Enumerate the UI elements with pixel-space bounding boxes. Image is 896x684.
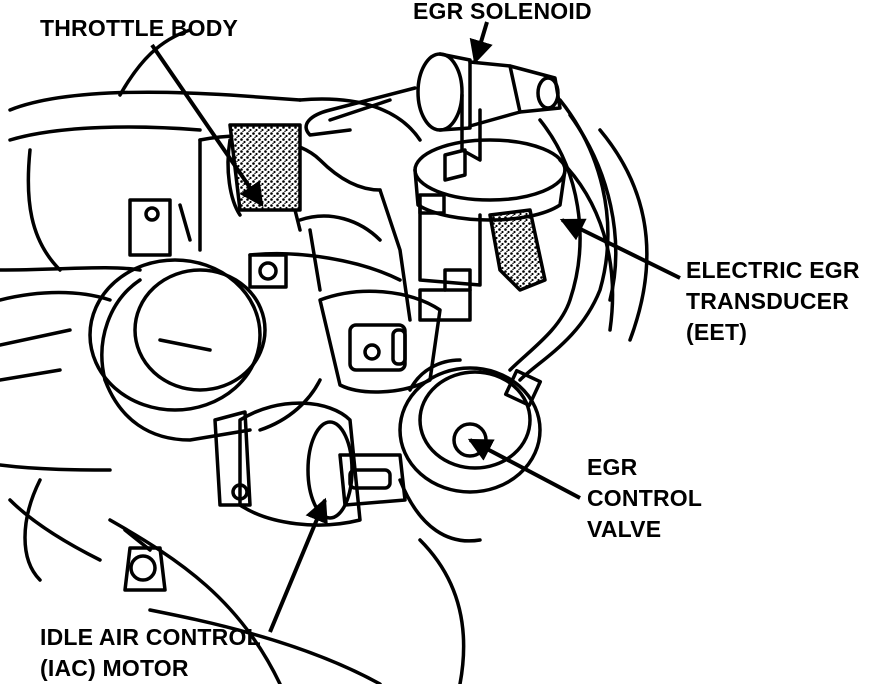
label-iac-motor: IDLE AIR CONTROL (IAC) MOTOR xyxy=(40,622,261,684)
egr-solenoid xyxy=(416,52,562,162)
transducer-hose xyxy=(488,208,547,292)
mounting-bolts xyxy=(123,528,167,592)
egr-transducer xyxy=(413,138,567,287)
label-egr-solenoid: EGR SOLENOID xyxy=(413,0,592,27)
label-egr-valve: EGR CONTROL VALVE xyxy=(587,452,702,545)
leader-eet xyxy=(559,218,681,280)
leader-egr-valve xyxy=(467,438,581,500)
vacuum-line xyxy=(304,86,417,137)
label-line: (EET) xyxy=(686,319,748,345)
label-line: TRANSDUCER xyxy=(686,288,849,314)
label-line: IDLE AIR CONTROL xyxy=(40,624,261,650)
egr-control-valve xyxy=(398,358,542,543)
iac-motor xyxy=(213,401,407,527)
label-line: THROTTLE BODY xyxy=(40,15,239,41)
leader-egr-solenoid xyxy=(469,21,493,65)
throttle-position-sensor xyxy=(318,268,472,394)
label-line: EGR xyxy=(587,454,638,480)
leader-iac-motor xyxy=(268,497,328,633)
label-line: VALVE xyxy=(587,516,662,542)
leader-throttle-body xyxy=(150,43,264,207)
throttle-body-gasket xyxy=(228,123,302,212)
label-line: ELECTRIC EGR xyxy=(686,257,860,283)
label-throttle-body: THROTTLE BODY xyxy=(40,13,238,44)
label-eet: ELECTRIC EGR TRANSDUCER (EET) xyxy=(686,255,860,348)
label-line: CONTROL xyxy=(587,485,703,511)
label-line: (IAC) MOTOR xyxy=(40,655,189,681)
engine-background xyxy=(0,28,649,684)
label-line: EGR SOLENOID xyxy=(413,0,592,24)
